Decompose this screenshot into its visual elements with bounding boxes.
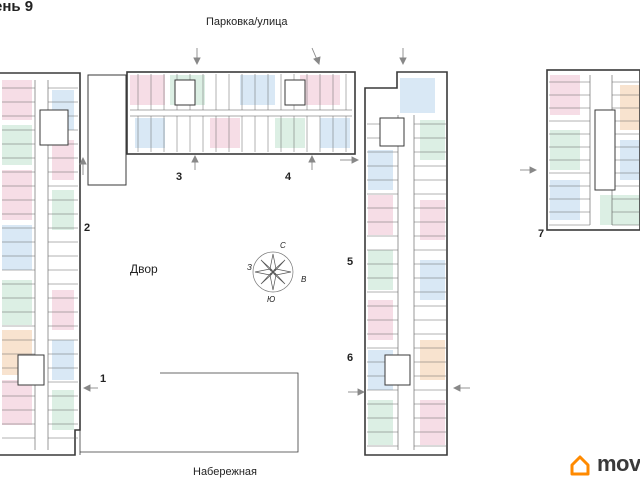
apartment-fill bbox=[420, 120, 445, 160]
right-wing-outline bbox=[364, 71, 448, 456]
section-label-3: 3 bbox=[176, 171, 183, 183]
entrance-arrow-icon bbox=[311, 47, 321, 65]
stair-core bbox=[17, 354, 45, 386]
building-walls bbox=[0, 69, 640, 456]
top-wing-outline bbox=[126, 71, 356, 155]
apartment-fill bbox=[275, 118, 305, 148]
apartment-fill bbox=[550, 180, 580, 220]
bottom-embankment-label: Набережная bbox=[193, 466, 257, 478]
apartment-fill bbox=[368, 250, 393, 290]
compass-south-label: Ю bbox=[267, 295, 276, 304]
floor-title: ень 9 bbox=[0, 0, 34, 15]
apartment-fills bbox=[2, 75, 640, 445]
apartment-fill bbox=[320, 118, 350, 148]
apartment-fill bbox=[550, 130, 580, 170]
entrance-arrow-icon bbox=[308, 154, 316, 170]
entrance-arrow-icon bbox=[79, 156, 87, 175]
section-label-7: 7 bbox=[538, 228, 545, 240]
apartment-fill bbox=[135, 118, 165, 148]
compass-east-label: В bbox=[301, 275, 307, 284]
apartment-fill bbox=[420, 260, 445, 300]
apartment-fill bbox=[620, 85, 640, 130]
apartment-fill bbox=[420, 200, 445, 240]
stair-core bbox=[384, 354, 411, 386]
movil-logo-icon bbox=[570, 455, 590, 476]
apartment-fill bbox=[52, 340, 74, 380]
section-label-6: 6 bbox=[347, 352, 354, 364]
apartment-fill bbox=[52, 140, 74, 180]
entrance-arrow-icon bbox=[340, 156, 360, 164]
entrance-arrow-icon bbox=[191, 154, 199, 170]
entrance-arrow-icon bbox=[520, 166, 538, 174]
entrance-arrow-icon bbox=[452, 384, 470, 392]
embankment-plot bbox=[75, 372, 299, 455]
compass-west-label: З bbox=[247, 263, 252, 272]
entrance-arrows bbox=[79, 47, 538, 396]
tower-7-outline bbox=[546, 69, 640, 231]
logo-wordmark: mov bbox=[597, 451, 640, 476]
apartment-fill bbox=[2, 80, 32, 120]
apartment-fill bbox=[368, 400, 393, 445]
compass-north-label: С bbox=[280, 241, 286, 250]
apartment-fill bbox=[2, 280, 32, 325]
entrance-arrow-icon bbox=[82, 384, 98, 392]
apartment-fill bbox=[2, 125, 32, 165]
apartment-fill bbox=[2, 225, 32, 270]
entrance-block bbox=[87, 74, 127, 186]
apartment-fill bbox=[368, 195, 393, 235]
apartment-fill bbox=[2, 380, 32, 425]
apartment-fill bbox=[240, 75, 275, 105]
stair-core bbox=[174, 79, 196, 106]
compass-rose-icon bbox=[252, 251, 294, 293]
apartment-fill bbox=[130, 75, 165, 105]
stair-core bbox=[39, 109, 69, 146]
apartment-fill bbox=[600, 195, 640, 225]
stair-core bbox=[594, 109, 616, 191]
section-label-1: 1 bbox=[100, 373, 107, 385]
apartment-fill bbox=[2, 170, 32, 220]
section-label-4: 4 bbox=[285, 171, 292, 183]
stair-cores bbox=[17, 79, 616, 386]
top-street-label: Парковка/улица bbox=[206, 16, 288, 28]
stair-core bbox=[379, 117, 405, 147]
apartment-fill bbox=[52, 290, 74, 330]
apartment-fill bbox=[52, 190, 74, 230]
apartment-fill bbox=[210, 118, 240, 148]
entrance-arrow-icon bbox=[348, 388, 366, 396]
apartment-fill bbox=[420, 400, 445, 445]
section-label-2: 2 bbox=[84, 222, 91, 234]
apartment-fill bbox=[400, 78, 435, 113]
apartment-fill bbox=[420, 340, 445, 380]
section-label-5: 5 bbox=[347, 256, 354, 268]
apartment-fill bbox=[368, 150, 393, 190]
entrance-arrow-icon bbox=[399, 48, 407, 66]
courtyard-label: Двор bbox=[130, 262, 158, 276]
stair-core bbox=[284, 79, 306, 106]
entrance-arrow-icon bbox=[193, 48, 201, 66]
